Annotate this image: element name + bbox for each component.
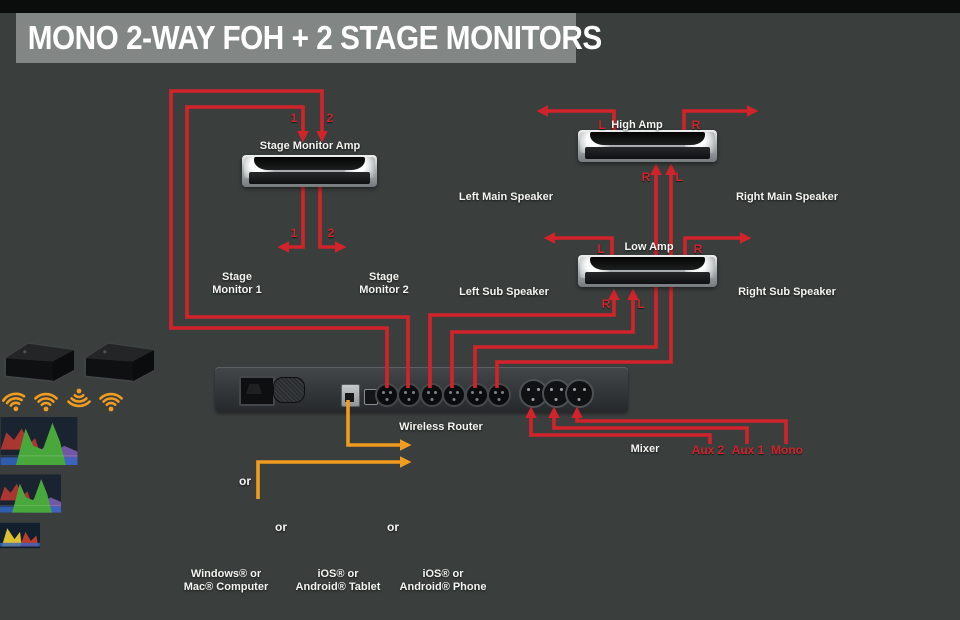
speaker-processor-rear-panel [215, 367, 628, 412]
left-sub-speaker-label: Left Sub Speaker [459, 286, 549, 298]
stage-monitor-2 [84, 342, 156, 383]
xlr-output-connector [487, 383, 511, 407]
stage-monitor-1-label: Stage Monitor 1 [212, 271, 262, 296]
high-in-l-label: L [675, 170, 683, 184]
high-out-r-label: R [691, 118, 701, 132]
wifi-icon [34, 392, 59, 412]
xlr-output-connector [375, 383, 399, 407]
tablet-label: iOS® or Android® Tablet [295, 568, 381, 593]
high-amp [578, 130, 717, 162]
xlr-output-connector [442, 383, 467, 407]
rta-graph [0, 474, 61, 513]
right-sub-speaker-label: Right Sub Speaker [738, 286, 836, 298]
monitor-1-wire-label: 1 [290, 226, 298, 240]
phone [0, 522, 960, 554]
title-banner: MONO 2-WAY FOH + 2 STAGE MONITORS [16, 13, 602, 63]
page-title: MONO 2-WAY FOH + 2 STAGE MONITORS [27, 19, 602, 56]
rta-graph [0, 522, 40, 549]
low-in-r-label: R [601, 297, 611, 311]
mono-label: Mono [771, 443, 803, 457]
phone-label: iOS® or Android® Phone [399, 568, 487, 593]
wireless-router-label: Wireless Router [399, 421, 483, 433]
channel-1-label: 1 [290, 111, 298, 125]
xlr-output-connector [464, 383, 489, 407]
low-amp [578, 255, 717, 287]
aux2-label: Aux 2 [691, 443, 725, 457]
wifi-icon [67, 388, 91, 408]
right-sub-speaker [0, 267, 71, 337]
stage-monitor-2-label: Stage Monitor 2 [359, 271, 409, 296]
stage-monitor-amp [242, 155, 377, 187]
tablet [0, 470, 960, 522]
or-label: or [275, 520, 287, 534]
monitor-2-wire-label: 2 [327, 226, 335, 240]
or-label: or [387, 520, 399, 534]
power-inlet [239, 376, 275, 406]
wire-output1-to-monitor-amp [169, 89, 389, 388]
stage-monitor-1 [4, 342, 75, 383]
rta-graph [0, 417, 78, 465]
left-main-speaker-label: Left Main Speaker [458, 191, 554, 203]
computer [0, 417, 960, 470]
high-out-l-label: L [598, 118, 606, 132]
vent-grille [273, 377, 305, 403]
right-main-speaker [0, 99, 55, 198]
computer-label: Windows® or Mac® Computer [183, 568, 269, 593]
xlr-output-connector [419, 383, 444, 407]
low-in-l-label: L [637, 297, 645, 311]
high-amp-label: High Amp [611, 119, 663, 131]
ethernet-port [341, 384, 360, 407]
low-out-r-label: R [693, 242, 703, 256]
right-main-speaker-label: Right Main Speaker [735, 191, 839, 203]
low-amp-label: Low Amp [624, 241, 674, 253]
wifi-icon [1, 392, 26, 412]
wifi-icon [99, 392, 124, 412]
aux1-label: Aux 1 [731, 443, 765, 457]
xlr-input-connector [564, 379, 594, 408]
low-out-l-label: L [597, 242, 605, 256]
left-sub-speaker [0, 198, 72, 267]
stage-monitor-amp-label: Stage Monitor Amp [259, 140, 361, 152]
channel-2-label: 2 [326, 111, 334, 125]
or-label: or [239, 474, 251, 488]
mixer-label: Mixer [630, 443, 660, 455]
top-black-bar [0, 0, 960, 13]
high-in-r-label: R [641, 170, 651, 184]
xlr-output-connector [397, 383, 422, 407]
